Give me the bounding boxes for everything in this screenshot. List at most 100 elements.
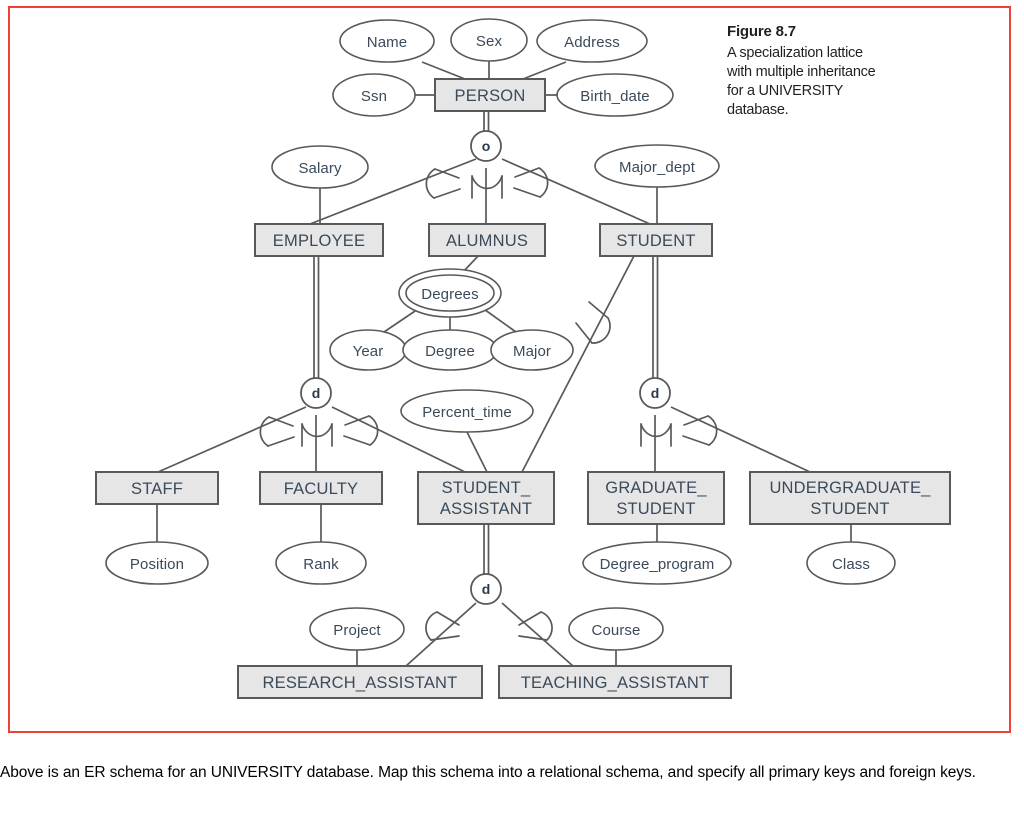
diagram-links bbox=[156, 60, 852, 667]
attribute-percent-time-label: Percent_time bbox=[422, 404, 512, 421]
entity-graduate-student: GRADUATE_ STUDENT bbox=[587, 471, 725, 525]
subset-symbol-alumnus bbox=[471, 175, 503, 199]
specialization-circle-student: d bbox=[639, 377, 671, 409]
entity-student: STUDENT bbox=[599, 223, 713, 257]
attribute-course: Course bbox=[568, 607, 664, 651]
attribute-degree-program: Degree_program bbox=[582, 541, 732, 585]
specialization-circle-employee: d bbox=[300, 377, 332, 409]
attribute-sex-label: Sex bbox=[476, 33, 503, 50]
attribute-year: Year bbox=[329, 329, 407, 371]
link-spec-employee bbox=[309, 158, 477, 225]
figure-caption-line-1: A specialization lattice bbox=[727, 44, 863, 61]
attribute-salary: Salary bbox=[271, 145, 369, 189]
link-percenttime-studentassistant bbox=[466, 431, 488, 473]
entity-graduate-student-label-line1: GRADUATE_ bbox=[605, 479, 707, 497]
entity-student-assistant: STUDENT_ ASSISTANT bbox=[417, 471, 555, 525]
attribute-rank-label: Rank bbox=[303, 556, 339, 573]
subset-symbol-research-assistant bbox=[425, 611, 460, 641]
attribute-degree-program-label: Degree_program bbox=[600, 556, 715, 573]
diagram-specialization-circles: o d d d bbox=[300, 130, 671, 605]
entity-staff-label: STAFF bbox=[131, 480, 183, 498]
specialization-circle-student-assistant: d bbox=[470, 573, 502, 605]
entity-graduate-student-label-line2: STUDENT bbox=[616, 500, 695, 518]
attribute-course-label: Course bbox=[592, 622, 641, 639]
subset-symbol-student bbox=[513, 167, 549, 198]
entity-teaching-assistant-label: TEACHING_ASSISTANT bbox=[521, 674, 710, 692]
entity-alumnus-label: ALUMNUS bbox=[446, 232, 528, 250]
er-diagram: Name Sex Address Ssn Birth_date bbox=[95, 18, 951, 699]
attribute-project: Project bbox=[309, 607, 405, 651]
task-description: Above is an ER schema for an UNIVERSITY … bbox=[0, 764, 976, 781]
entity-staff: STAFF bbox=[95, 471, 219, 505]
subset-symbol-studentassistant-from-employee bbox=[343, 415, 379, 446]
figure-number: Figure 8.7 bbox=[727, 23, 796, 40]
specialization-circle-student-assistant-symbol: d bbox=[482, 581, 491, 597]
entity-student-assistant-label-line2: ASSISTANT bbox=[440, 500, 532, 518]
link-empspec-staff bbox=[157, 406, 307, 473]
attribute-major-dept-label: Major_dept bbox=[619, 159, 696, 176]
figure-caption-line-2: with multiple inheritance bbox=[727, 63, 876, 80]
attribute-name-label: Name bbox=[367, 34, 407, 51]
link-studspec-undergraduate bbox=[670, 406, 811, 473]
entity-employee: EMPLOYEE bbox=[254, 223, 384, 257]
link-address-person bbox=[522, 61, 567, 80]
attribute-address: Address bbox=[536, 19, 648, 63]
diagram-attributes: Name Sex Address Ssn Birth_date bbox=[105, 18, 896, 651]
link-student-student-assistant bbox=[521, 253, 636, 473]
attribute-year-label: Year bbox=[353, 343, 384, 360]
entity-undergraduate-student-label-line1: UNDERGRADUATE_ bbox=[769, 479, 931, 497]
attribute-degree: Degree bbox=[402, 329, 498, 371]
attribute-sex: Sex bbox=[450, 18, 528, 62]
entity-research-assistant-label: RESEARCH_ASSISTANT bbox=[263, 674, 458, 692]
entity-person-label: PERSON bbox=[455, 87, 526, 105]
attribute-ssn-label: Ssn bbox=[361, 88, 387, 105]
link-saspec-teaching bbox=[501, 602, 574, 667]
specialization-circle-employee-symbol: d bbox=[312, 385, 321, 401]
attribute-major-dept: Major_dept bbox=[594, 144, 720, 188]
entity-alumnus: ALUMNUS bbox=[428, 223, 546, 257]
attribute-degree-label: Degree bbox=[425, 343, 475, 360]
entity-teaching-assistant: TEACHING_ASSISTANT bbox=[498, 665, 732, 699]
link-name-person bbox=[421, 61, 466, 80]
entity-faculty: FACULTY bbox=[259, 471, 383, 505]
entity-employee-label: EMPLOYEE bbox=[273, 232, 365, 250]
specialization-circle-student-symbol: d bbox=[651, 385, 660, 401]
attribute-ssn: Ssn bbox=[332, 73, 416, 117]
attribute-birth-date-label: Birth_date bbox=[580, 88, 649, 105]
subset-symbol-employee bbox=[425, 168, 461, 199]
subset-symbol-staff bbox=[259, 416, 295, 447]
figure-caption: Figure 8.7 A specialization lattice with… bbox=[727, 22, 957, 120]
link-empspec-studentassistant bbox=[331, 406, 466, 473]
attribute-degrees-label: Degrees bbox=[421, 286, 478, 303]
entity-person: PERSON bbox=[434, 78, 546, 112]
attribute-degrees: Degrees bbox=[398, 268, 502, 318]
attribute-birth-date: Birth_date bbox=[556, 73, 674, 117]
entity-student-assistant-label-line1: STUDENT_ bbox=[442, 479, 531, 497]
attribute-address-label: Address bbox=[564, 34, 620, 51]
attribute-rank: Rank bbox=[275, 541, 367, 585]
attribute-position: Position bbox=[105, 541, 209, 585]
attribute-major-label: Major bbox=[513, 343, 551, 360]
link-degrees-major bbox=[480, 306, 517, 333]
entity-undergraduate-student: UNDERGRADUATE_ STUDENT bbox=[749, 471, 951, 525]
entity-faculty-label: FACULTY bbox=[284, 480, 358, 498]
entity-student-label: STUDENT bbox=[616, 232, 695, 250]
entity-undergraduate-student-label-line2: STUDENT bbox=[810, 500, 889, 518]
specialization-circle-person: o bbox=[470, 130, 502, 162]
link-saspec-research bbox=[405, 602, 477, 667]
entity-research-assistant: RESEARCH_ASSISTANT bbox=[237, 665, 483, 699]
attribute-percent-time: Percent_time bbox=[400, 389, 534, 433]
attribute-name: Name bbox=[339, 19, 435, 63]
specialization-circle-person-symbol: o bbox=[482, 138, 491, 154]
figure-caption-line-4: database. bbox=[727, 102, 789, 119]
subset-symbol-undergraduate-student bbox=[682, 415, 718, 446]
attribute-class: Class bbox=[806, 541, 896, 585]
figure-caption-line-3: for a UNIVERSITY bbox=[727, 83, 844, 100]
attribute-class-label: Class bbox=[832, 556, 870, 573]
attribute-project-label: Project bbox=[333, 622, 381, 639]
diagram-entities: PERSON EMPLOYEE ALUMNUS STUDENT STAFF bbox=[95, 78, 951, 699]
attribute-major: Major bbox=[490, 329, 574, 371]
subset-symbol-teaching-assistant bbox=[518, 611, 553, 641]
subset-symbol-student-assistant-from-student bbox=[575, 301, 611, 344]
